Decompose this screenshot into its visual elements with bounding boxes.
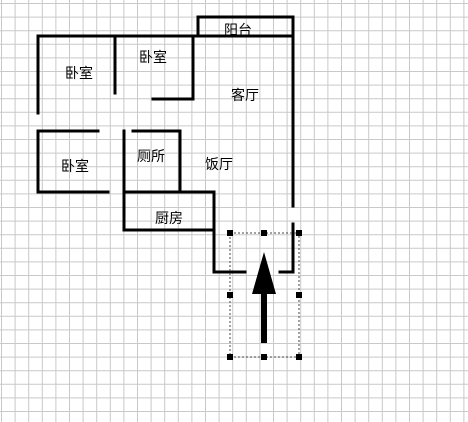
room-label-bedroom-1: 卧室 (139, 49, 167, 66)
handle-bottom-middle[interactable] (261, 354, 267, 360)
wall-balcony (196, 15, 295, 38)
floor-plan-walls (36, 15, 295, 274)
entrance-arrow-icon (252, 252, 276, 343)
handle-top-left[interactable] (227, 230, 233, 236)
room-label-bedroom-2: 卧室 (65, 65, 93, 82)
room-label-kitchen: 厨房 (155, 211, 183, 227)
handle-top-right[interactable] (296, 230, 302, 236)
room-label-dining-room: 饭厅 (205, 157, 233, 173)
room-label-toilet: 厕所 (137, 149, 165, 165)
handle-top-middle[interactable] (261, 230, 267, 236)
room-label-balcony: 阳台 (224, 23, 252, 39)
handle-middle-right[interactable] (296, 292, 302, 298)
room-label-living-room: 客厅 (231, 87, 259, 104)
room-labels: 阳台 卧室 卧室 客厅 卧室 厕所 饭厅 厨房 (61, 23, 259, 227)
entrance-arrow[interactable] (227, 230, 302, 360)
handle-middle-left[interactable] (227, 292, 233, 298)
handle-bottom-right[interactable] (296, 354, 302, 360)
handle-bottom-left[interactable] (227, 354, 233, 360)
room-label-bedroom-3: 卧室 (61, 158, 89, 175)
selection-handles (227, 230, 302, 360)
